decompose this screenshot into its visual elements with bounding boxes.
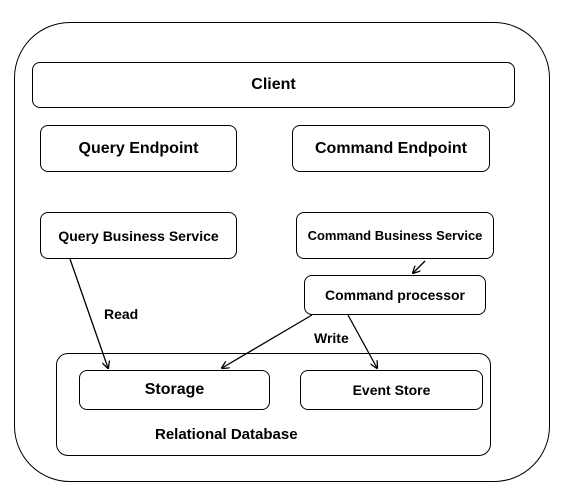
command-processor-box: Command processor xyxy=(304,275,486,315)
client-box: Client xyxy=(32,62,515,108)
command-processor-label: Command processor xyxy=(324,287,466,303)
event-store-label: Event Store xyxy=(352,382,431,398)
command-endpoint-label: Command Endpoint xyxy=(315,139,467,157)
query-business-service-box: Query Business Service xyxy=(40,212,237,259)
relational-database-label: Relational Database xyxy=(155,426,298,443)
command-endpoint-box: Command Endpoint xyxy=(292,125,490,172)
storage-box: Storage xyxy=(79,370,270,410)
command-business-service-label: Command Business Service xyxy=(307,228,483,243)
storage-label: Storage xyxy=(144,381,205,398)
command-business-service-box: Command Business Service xyxy=(296,212,494,259)
read-edge-label: Read xyxy=(104,306,139,322)
write-edge-label: Write xyxy=(314,330,349,346)
query-endpoint-label: Query Endpoint xyxy=(78,139,199,157)
query-endpoint-box: Query Endpoint xyxy=(40,125,237,172)
query-business-service-label: Query Business Service xyxy=(58,227,219,244)
event-store-box: Event Store xyxy=(300,370,483,410)
client-label: Client xyxy=(251,76,296,93)
